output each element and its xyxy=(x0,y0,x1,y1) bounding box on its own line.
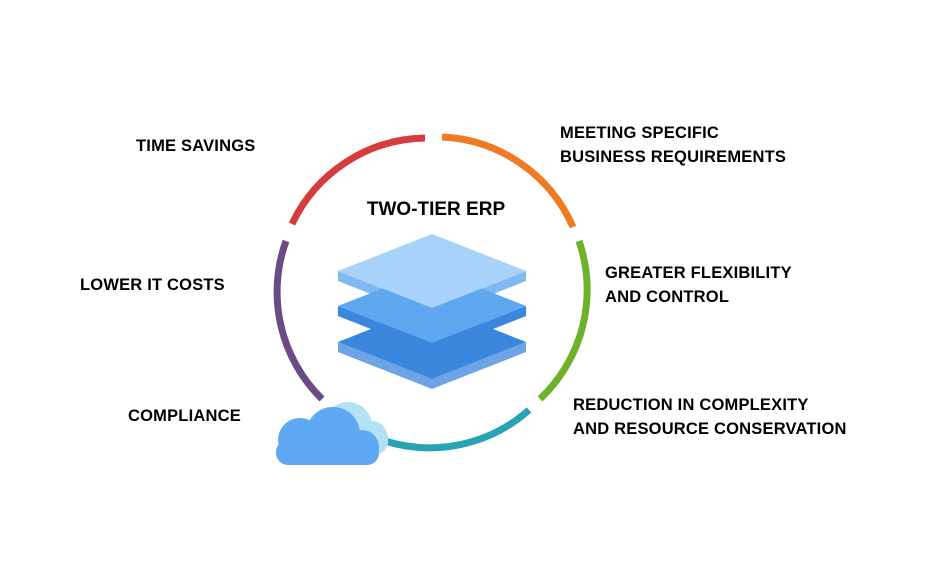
label-compliance-text: COMPLIANCE xyxy=(128,407,241,425)
label-time-savings-text: TIME SAVINGS xyxy=(136,137,256,155)
label-reduction-line1: REDUCTION IN COMPLEXITY xyxy=(573,396,809,414)
label-reduction: REDUCTION IN COMPLEXITY AND RESOURCE CON… xyxy=(573,393,847,441)
label-time-savings: TIME SAVINGS xyxy=(136,134,255,158)
diagram-title: TWO-TIER ERP xyxy=(366,199,506,220)
label-meeting-specific-line1: MEETING SPECIFIC xyxy=(560,124,720,142)
label-meeting-specific-line2: BUSINESS REQUIREMENTS xyxy=(560,148,787,166)
cloud-icon xyxy=(276,402,388,465)
label-compliance: COMPLIANCE xyxy=(128,404,241,428)
arc-teal xyxy=(383,407,532,452)
layer-top-side xyxy=(338,271,526,318)
layer-middle-side xyxy=(338,306,526,353)
label-reduction-line2: AND RESOURCE CONSERVATION xyxy=(573,420,847,438)
stacked-layers-icon xyxy=(338,234,526,389)
label-greater-flexibility-line1: GREATER FLEXIBILITY xyxy=(605,264,792,282)
label-greater-flexibility: GREATER FLEXIBILITY AND CONTROL xyxy=(605,261,792,309)
cycle-ring xyxy=(273,133,591,452)
cloud-front xyxy=(276,407,379,465)
arc-purple xyxy=(273,239,325,402)
label-lower-it-costs-text: LOWER IT COSTS xyxy=(80,276,225,294)
label-greater-flexibility-line2: AND CONTROL xyxy=(605,288,730,306)
arc-red xyxy=(288,134,426,226)
label-lower-it-costs: LOWER IT COSTS xyxy=(80,273,225,297)
layer-top xyxy=(338,234,526,308)
arc-orange xyxy=(441,133,577,229)
label-meeting-specific: MEETING SPECIFIC BUSINESS REQUIREMENTS xyxy=(560,121,786,169)
arc-green xyxy=(537,239,591,402)
layer-bottom-side xyxy=(338,342,526,389)
